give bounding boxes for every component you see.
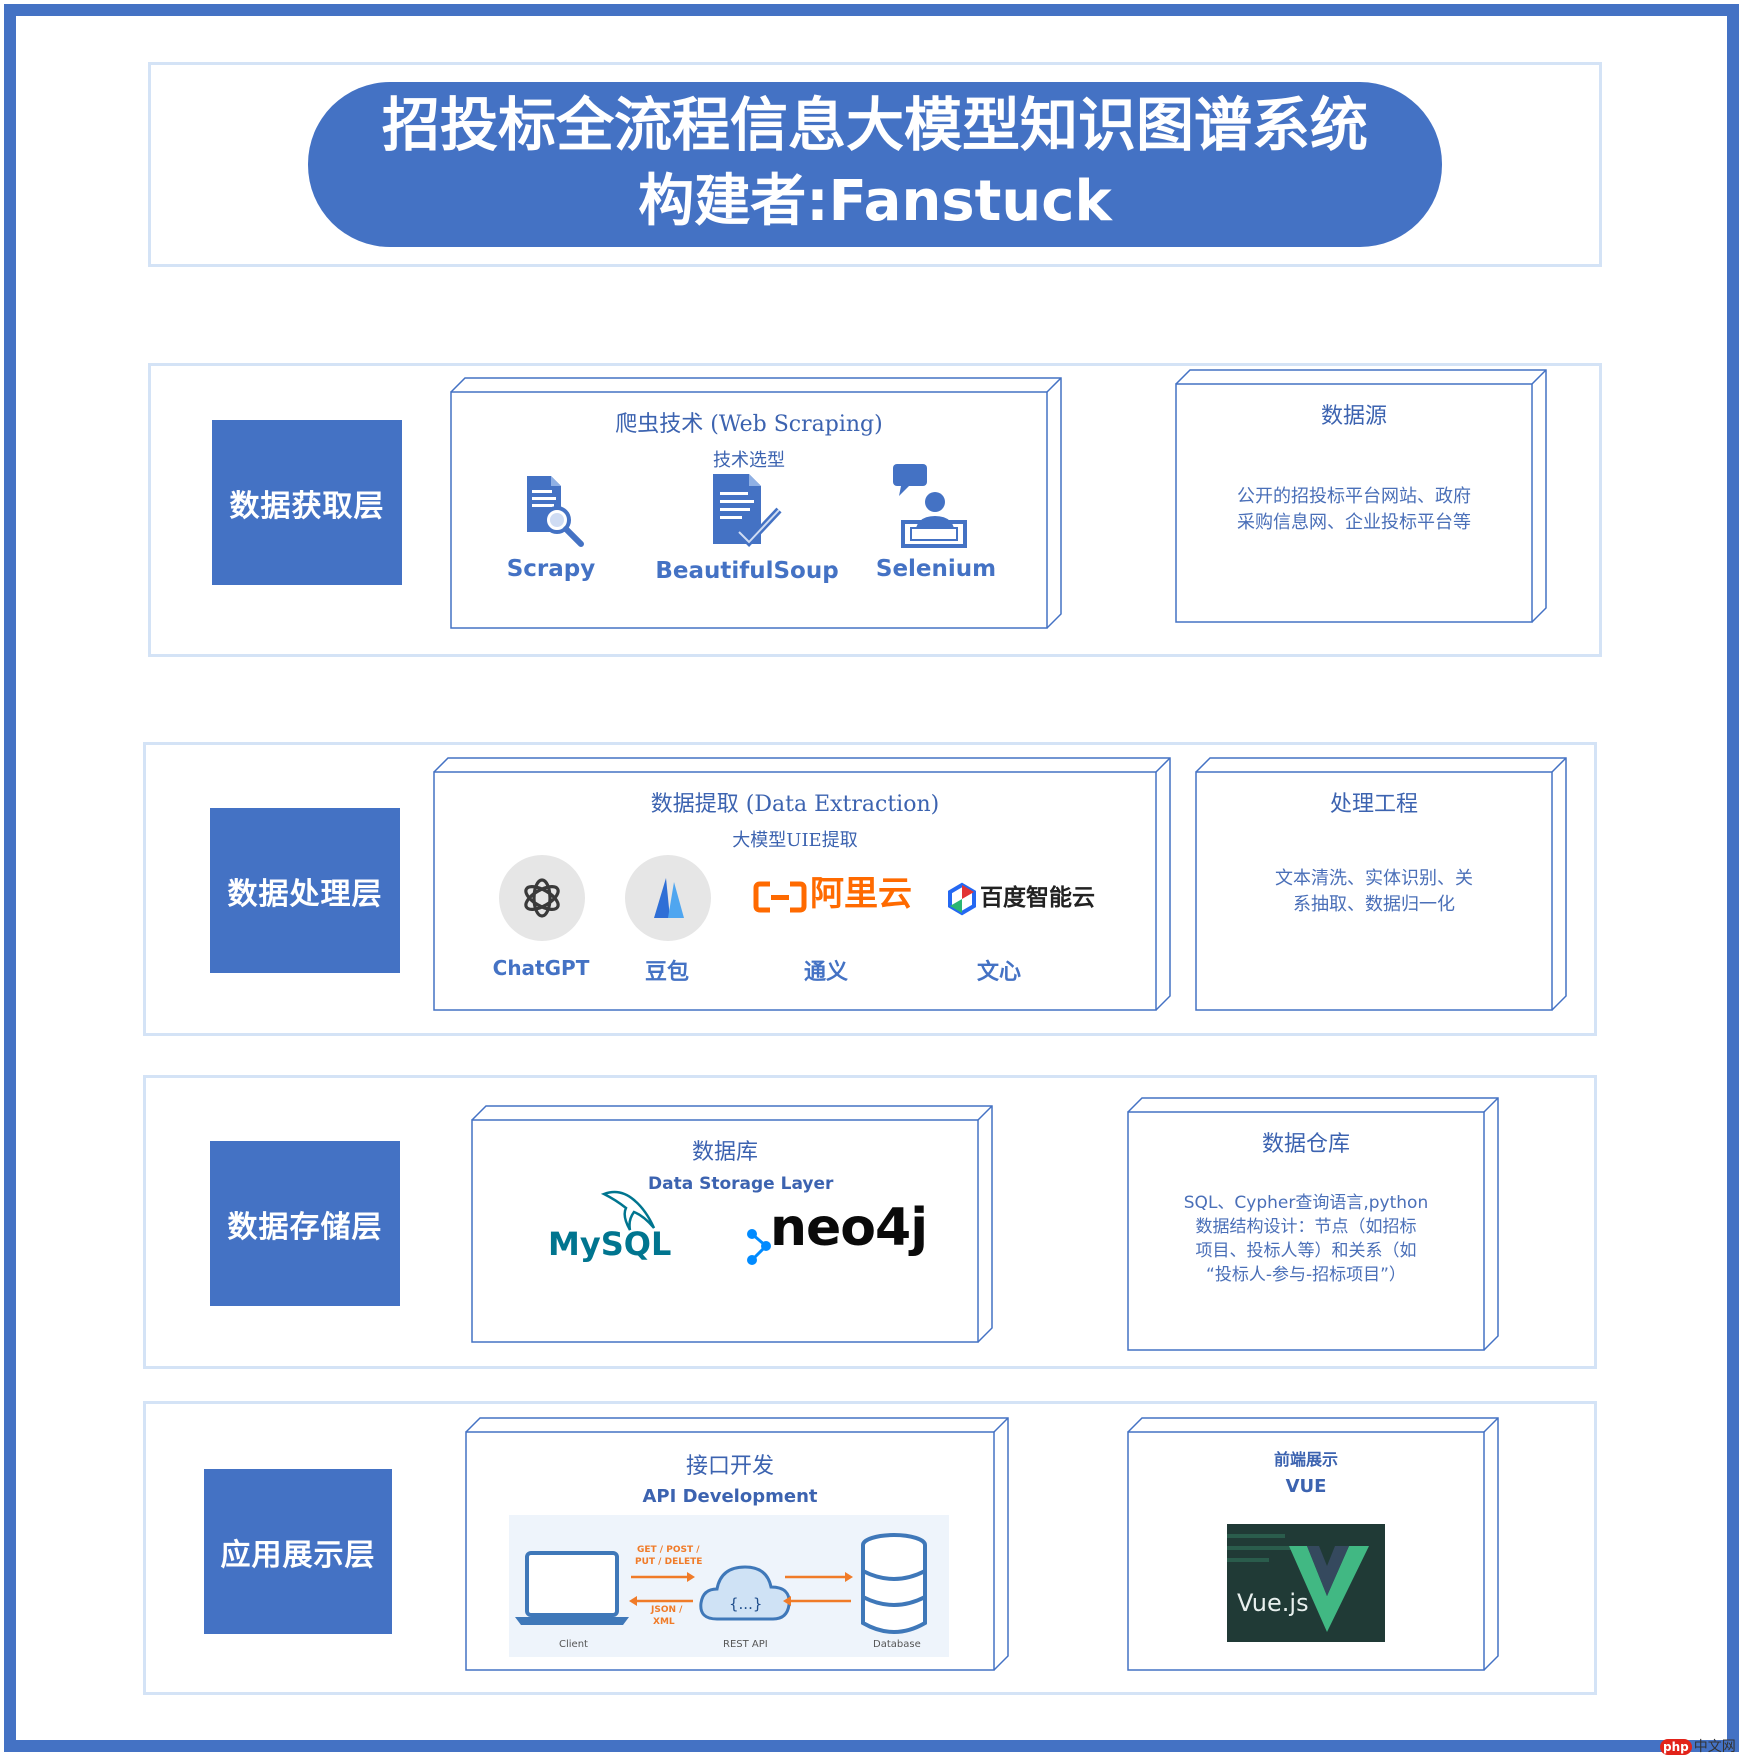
- cloud-icon: [699, 1565, 791, 1621]
- doubao-logo-icon: [625, 855, 711, 941]
- format-line-2: XML: [653, 1617, 675, 1627]
- neo4j-logo-text: neo4j: [770, 1198, 928, 1258]
- application-layer-label: 应用展示层: [204, 1469, 392, 1634]
- database-caption: Database: [873, 1639, 921, 1650]
- database-box: 数据库 Data Storage Layer MySQL neo4j: [471, 1105, 993, 1343]
- data-source-box: 数据源 公开的招投标平台网站、政府 采购信息网、企业投标平台等: [1175, 369, 1547, 623]
- rest-api-caption: REST API: [723, 1639, 768, 1650]
- baidu-cloud-logo-text: 百度智能云: [980, 885, 1095, 911]
- box-outline: [1195, 757, 1567, 1011]
- vue-logo-text: Vue.js: [1237, 1589, 1309, 1617]
- system-title: 招投标全流程信息大模型知识图谱系统: [381, 91, 1368, 159]
- data-warehouse-title: 数据仓库: [1261, 1132, 1350, 1157]
- tool-label-selenium: Selenium: [875, 556, 997, 582]
- model-label-doubao: 豆包: [644, 960, 689, 985]
- request-arrows-icon: [629, 1572, 695, 1606]
- tool-label-scrapy: Scrapy: [506, 556, 596, 582]
- scraping-box: 爬虫技术 (Web Scraping) 技术选型 Scrapy Beautifu…: [450, 377, 1062, 629]
- data-warehouse-line-1: SQL、Cypher查询语言,python: [1183, 1193, 1429, 1213]
- neo4j-graph-icon: [747, 1229, 771, 1265]
- format-line-1: JSON /: [651, 1605, 683, 1615]
- tool-label-beautifulsoup: BeautifulSoup: [655, 558, 839, 584]
- cloud-braces: {...}: [729, 1595, 763, 1613]
- extraction-box: 数据提取 (Data Extraction) 大模型UIE提取 阿里云 百度智能…: [433, 757, 1171, 1011]
- mysql-logo-text: MySQL: [548, 1225, 672, 1263]
- box-outline: [471, 1105, 993, 1343]
- author-line: 构建者:Fanstuck: [638, 169, 1112, 234]
- model-label-chatgpt: ChatGPT: [492, 956, 590, 980]
- frontend-subtitle: VUE: [1285, 1476, 1327, 1497]
- data-source-line-1: 公开的招投标平台网站、政府: [1237, 486, 1471, 507]
- extraction-title: 数据提取 (Data Extraction): [650, 792, 940, 817]
- processing-engineering-box: 处理工程 文本清洗、实体识别、关 系抽取、数据归一化: [1195, 757, 1567, 1011]
- box-outline: [1175, 369, 1547, 623]
- baidu-cloud-hex-icon: [948, 882, 976, 916]
- laptop-icon: [515, 1551, 629, 1625]
- rest-api-diagram: GET / POST / PUT / DELETE JSON / XML {..…: [509, 1515, 949, 1657]
- api-development-box: 接口开发 API Development GET: [465, 1417, 1009, 1671]
- title-banner: 招投标全流程信息大模型知识图谱系统 构建者:Fanstuck: [308, 82, 1442, 247]
- processing-layer-label: 数据处理层: [210, 808, 400, 973]
- vue-logo: Vue.js: [1227, 1524, 1385, 1642]
- storage-layer-label: 数据存储层: [210, 1141, 400, 1306]
- scraping-title: 爬虫技术 (Web Scraping): [615, 412, 883, 437]
- extraction-subtitle: 大模型UIE提取: [732, 830, 858, 851]
- mysql-dolphin-icon: [600, 1190, 656, 1231]
- watermark-site: 中文网: [1693, 1739, 1736, 1755]
- db-arrows-icon: [783, 1572, 853, 1606]
- document-check-icon: [713, 474, 782, 548]
- http-methods-line-2: PUT / DELETE: [635, 1557, 703, 1567]
- data-warehouse-line-4: “投标人-参与-招标项目”）: [1206, 1265, 1406, 1285]
- data-warehouse-line-2: 数据结构设计：节点（如招标: [1195, 1217, 1417, 1237]
- watermark-brand: php: [1660, 1739, 1692, 1755]
- box-outline: [1127, 1097, 1499, 1351]
- api-title: 接口开发: [685, 1454, 774, 1479]
- alibaba-cloud-logo-text: 阿里云: [810, 874, 912, 914]
- watermark: php 中文网: [1660, 1738, 1736, 1756]
- data-source-title: 数据源: [1320, 404, 1387, 429]
- vue-logo-icon: [1227, 1524, 1385, 1642]
- scraping-subtitle: 技术选型: [713, 450, 785, 471]
- api-subtitle: API Development: [642, 1486, 818, 1507]
- client-caption: Client: [559, 1639, 588, 1650]
- http-methods-line-1: GET / POST /: [637, 1545, 700, 1555]
- data-warehouse-box: 数据仓库 SQL、Cypher查询语言,python 数据结构设计：节点（如招标…: [1127, 1097, 1499, 1351]
- data-source-line-2: 采购信息网、企业投标平台等: [1237, 512, 1471, 533]
- presenter-chat-icon: [893, 464, 967, 548]
- processing-engineering-line-2: 系抽取、数据归一化: [1293, 894, 1455, 915]
- database-subtitle: Data Storage Layer: [648, 1174, 834, 1194]
- model-label-tongyi: 通义: [803, 960, 848, 985]
- acquisition-layer-label: 数据获取层: [212, 420, 402, 585]
- frontend-box: 前端展示 VUE Vue.js: [1127, 1417, 1499, 1671]
- processing-engineering-title: 处理工程: [1329, 792, 1418, 817]
- alibaba-cloud-bracket-icon: [753, 881, 807, 913]
- frontend-title: 前端展示: [1273, 1450, 1338, 1469]
- model-label-wenxin: 文心: [976, 960, 1021, 985]
- database-title: 数据库: [691, 1140, 758, 1165]
- processing-engineering-line-1: 文本清洗、实体识别、关: [1275, 868, 1473, 889]
- document-search-icon: [527, 476, 584, 547]
- openai-logo-icon: [499, 855, 585, 941]
- database-icon: [861, 1533, 927, 1634]
- data-warehouse-line-3: 项目、投标人等）和关系（如: [1195, 1241, 1417, 1261]
